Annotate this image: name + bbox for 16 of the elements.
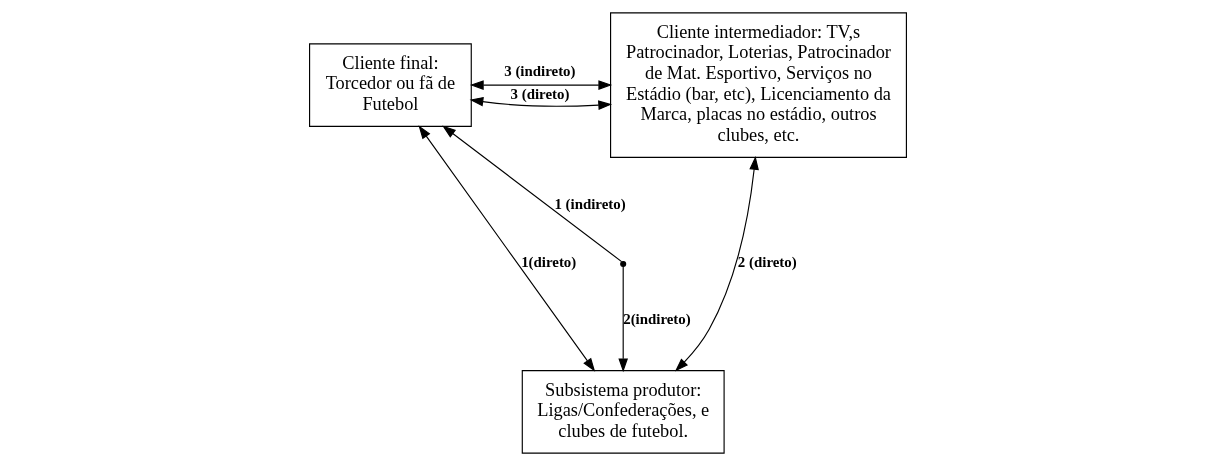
edge-label: 3 (indireto) (503, 63, 576, 80)
edge-label: 2(indireto) (622, 311, 691, 328)
arrow (417, 125, 595, 372)
arrow (674, 156, 759, 372)
edge-label: 3 (direto) (510, 86, 569, 103)
arrow (469, 96, 612, 110)
arrow (441, 125, 622, 263)
arrow (469, 80, 612, 90)
arrow (617, 266, 628, 373)
edge-label: 1 (indireto) (553, 196, 626, 213)
node-point (619, 260, 626, 267)
edge-label: 2 (direto) (737, 253, 797, 270)
node-box: Subsistema produtor: Ligas/Confederações, e clubes de futebol. (521, 370, 725, 454)
node-box: Cliente final: Torcedor ou fã de Futebol (308, 43, 472, 127)
node-box: Cliente intermediador: TV,s Patrocinador, Loterias, Patrocinador de Mat. Esportivo, Serviços no Estádio (bar, etc), Licenciamento da Marca, placas no estádio, outros clubes, etc. (609, 12, 907, 158)
edge-label: 1(direto) (520, 253, 576, 270)
